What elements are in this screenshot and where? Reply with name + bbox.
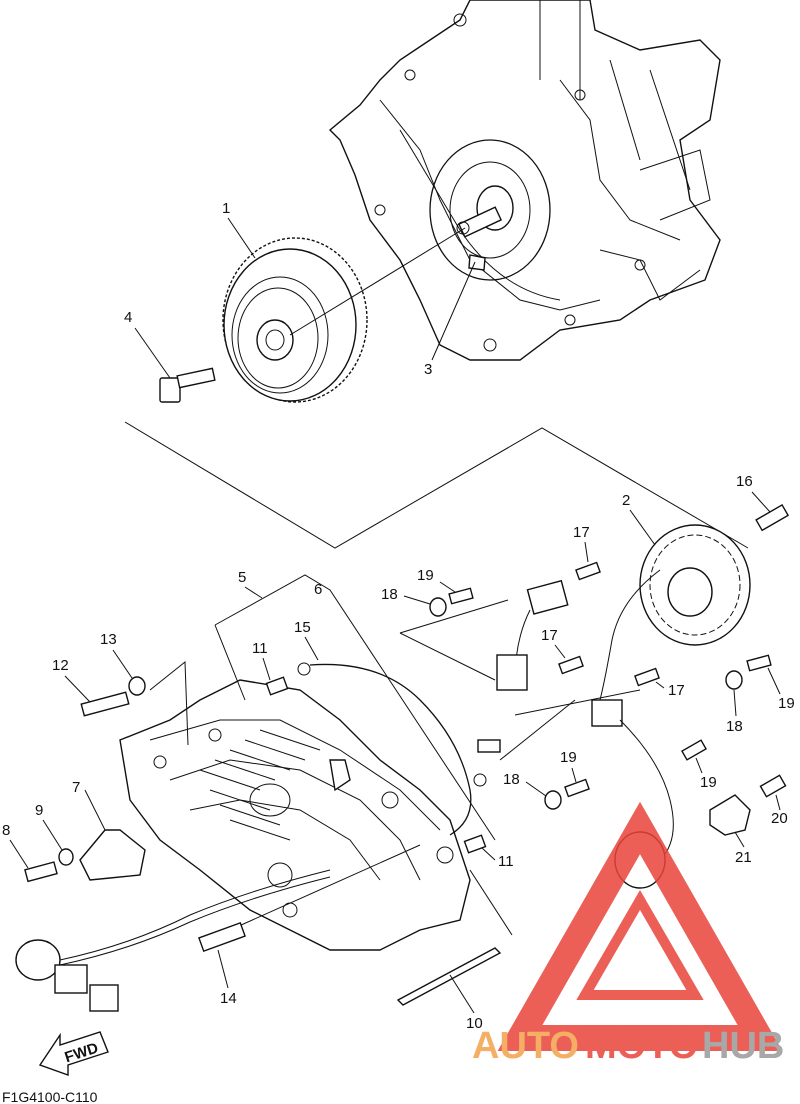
callout-18b: 18 (726, 718, 743, 735)
diagram-code: F1G4100-C110 (2, 1089, 98, 1104)
callout-17c: 17 (668, 682, 685, 699)
callout-12: 12 (52, 657, 69, 674)
callout-1: 1 (222, 200, 230, 217)
wire-harness (15, 869, 331, 1012)
callout-9: 9 (35, 802, 43, 819)
callout-14: 14 (220, 990, 237, 1007)
callout-19c: 19 (560, 749, 577, 766)
fwd-arrow: FWD (38, 1031, 109, 1076)
flywheel-bolt (159, 367, 216, 403)
callout-16: 16 (736, 473, 753, 490)
fasteners (265, 561, 787, 854)
callout-17a: 17 (573, 524, 590, 541)
callout-5: 5 (238, 569, 246, 586)
stator-coil (599, 524, 751, 701)
watermark-moto: MOTO (585, 1025, 698, 1067)
callout-13: 13 (100, 631, 117, 648)
callout-6: 6 (314, 581, 322, 598)
callout-8: 8 (2, 822, 10, 839)
callout-18a: 18 (381, 586, 398, 603)
callout-labels: 1 2 3 4 5 6 7 8 9 10 11 11 12 13 14 15 1… (2, 200, 795, 1032)
callout-11a: 11 (252, 640, 268, 657)
callout-11b: 11 (498, 853, 514, 870)
engine-block (328, 0, 721, 361)
callout-15: 15 (294, 619, 311, 636)
callout-18c: 18 (503, 771, 520, 788)
callout-2: 2 (622, 492, 630, 509)
callout-4: 4 (124, 309, 132, 326)
callout-19b: 19 (778, 695, 795, 712)
pulser-coil (496, 579, 674, 861)
flywheel (222, 237, 368, 403)
callout-10: 10 (466, 1015, 483, 1032)
callout-19d: 19 (700, 774, 717, 791)
callout-21: 21 (735, 849, 752, 866)
callout-17b: 17 (541, 627, 558, 644)
automotohub-watermark-logo: AUTO MOTO HUB (472, 801, 784, 1067)
callout-3: 3 (424, 361, 432, 378)
callout-20: 20 (771, 810, 788, 827)
watermark-auto: AUTO (472, 1025, 579, 1067)
crankcase-cover (119, 679, 501, 951)
callout-19a: 19 (417, 567, 434, 584)
watermark-hub: HUB (702, 1025, 784, 1067)
callout-7: 7 (72, 779, 80, 796)
